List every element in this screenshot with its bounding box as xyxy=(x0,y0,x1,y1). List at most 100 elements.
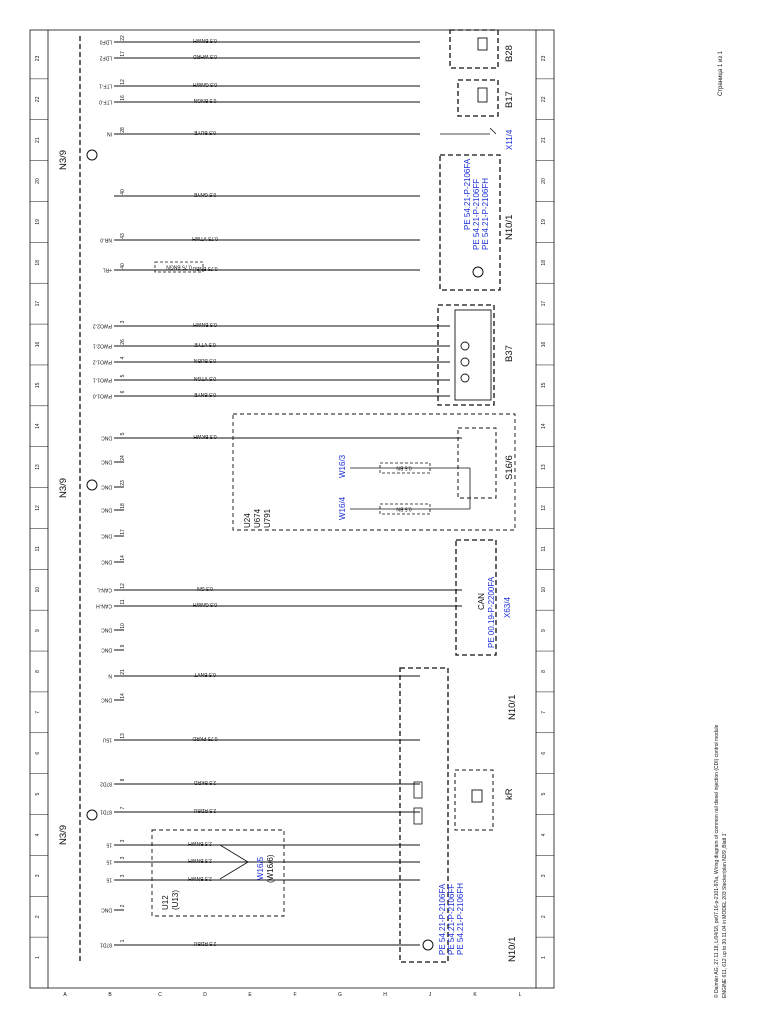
ecu-pin-number: 6 xyxy=(120,390,126,393)
ecu-pin-signal: DNC xyxy=(101,627,112,633)
pe-reference-c[interactable]: PE 54.21-P-2106FH xyxy=(456,883,465,955)
column-number: 23 xyxy=(35,55,41,61)
column-number: 17 xyxy=(541,301,547,307)
x63-4-label[interactable]: X63/4 xyxy=(503,597,512,618)
u674-label: U674 xyxy=(253,508,262,528)
ecu-pin-number: 5 xyxy=(120,432,126,435)
n10-1-lower-module: N10/1 N10/1 PE 54.21-P-2106FA PE 54.21-P… xyxy=(399,667,518,963)
ecu-pin-signal: 15U xyxy=(102,737,112,743)
ecu-pin-signal: DNC xyxy=(101,559,112,565)
ecu-pin-number: 4 xyxy=(120,356,126,359)
wire-label: 0.5 GNWH xyxy=(193,81,218,87)
wire-label: 0.5 GNYE xyxy=(193,191,216,197)
ecu-pin-signal: LDF2 xyxy=(100,55,112,61)
wire-label: 2.5 BKRD xyxy=(193,779,216,785)
wire-label: 0.5 WHRD xyxy=(193,53,217,59)
ecu-pin-number: 1 xyxy=(120,939,126,942)
wire-label: 0.5 BNWH xyxy=(193,321,217,327)
ecu-pin-signal: DNC xyxy=(101,697,112,703)
column-number: 22 xyxy=(541,96,547,102)
ecu-pin-number: 17 xyxy=(120,529,126,535)
ecu-pin-signal: N xyxy=(108,673,112,679)
ecu-pin-signal: 87D1 xyxy=(100,809,112,815)
wire-label: 0.75 VTWH xyxy=(192,235,218,241)
s16-6-label: S16/6 xyxy=(504,455,515,480)
ecu-pin-signal: 15 xyxy=(106,842,112,848)
ecu-pin-number: 17 xyxy=(120,51,126,57)
ecu-pin-signal: DNC xyxy=(101,533,112,539)
ecu-pin-number: 11 xyxy=(120,599,126,604)
n10-1-upper-module: PE 54.21-P-2106FA PE 54.21-P-2106FF PE 5… xyxy=(154,154,515,291)
ecu-pin-number: 7 xyxy=(120,806,126,809)
pe-reference-b[interactable]: PE 54.21-P-2106FF xyxy=(472,179,481,250)
can-connector-x63-4: CAN PE 00.19-P-2200FA X63/4 xyxy=(455,539,512,656)
ecu-pin-number: 9 xyxy=(120,644,126,647)
row-letter: H xyxy=(383,992,387,998)
ecu-pin-number: 10 xyxy=(120,623,126,629)
ecu-pin-number: 26 xyxy=(120,339,126,345)
b37-label: B37 xyxy=(504,345,515,362)
ecu-pin-number: 22 xyxy=(120,35,126,41)
w16-5-label[interactable]: W16/5 xyxy=(256,856,265,880)
pe-reference-a[interactable]: PE 54.21-P-2106FA xyxy=(438,883,447,955)
ecu-pin-labels: 87D11DNC215315315387D1787D2815U13DNC14N2… xyxy=(93,35,126,948)
column-number: 20 xyxy=(35,178,41,184)
column-number: 22 xyxy=(35,96,41,102)
ecu-pin-number: 43 xyxy=(120,233,126,239)
wire-label: 0.5 GNWH xyxy=(193,601,218,607)
pe-reference-b[interactable]: PE 54.21-P-2106FF xyxy=(447,884,456,955)
column-number: 16 xyxy=(35,342,41,348)
relay-coil xyxy=(471,789,483,803)
ecu-pin-number: 40 xyxy=(120,263,126,269)
ecu-symbol xyxy=(86,149,98,161)
footer-legal: © Daimler AG, 27.11.18, L/04/18, pe07.16… xyxy=(713,724,720,998)
pe-reference-a[interactable]: PE 54.21-P-2106FA xyxy=(463,158,472,230)
switch-s16-6-block: U24 U674 U791 S16/6 W16/4 W16/3 0.5 BN 0… xyxy=(232,413,516,531)
diagram-frame xyxy=(29,29,555,989)
ecu-pin-signal: DNC xyxy=(101,484,112,490)
ecu-pin-signal: 15 xyxy=(106,877,112,883)
ecu-pin-signal: LTF-0 xyxy=(99,99,112,105)
ecu-name-label: N3/9 xyxy=(58,150,69,170)
wire-label: 2.5 RDBU xyxy=(193,807,216,813)
ecu-pin-number: 3 xyxy=(120,856,126,859)
ecu-pin-signal: PWO1-0 xyxy=(93,393,112,399)
ecu-label-group: N3/9 N3/9 N3/9 xyxy=(58,149,98,845)
row-letter: F xyxy=(293,992,296,998)
u24-label: U24 xyxy=(243,513,252,528)
wire-label: 0.5 BUYE xyxy=(193,129,216,135)
n10-1-symbol xyxy=(422,939,434,951)
column-number: 5 xyxy=(541,792,547,795)
column-number: 8 xyxy=(35,670,41,673)
pe-reference-c[interactable]: PE 54.21-P-2106FH xyxy=(481,178,490,250)
ecu-pin-number: 3 xyxy=(120,874,126,877)
ecu-pin-signal: CAN-L xyxy=(97,587,112,593)
column-number: 12 xyxy=(35,505,41,511)
ecu-pin-signal: PWO2-1 xyxy=(93,343,112,349)
column-number: 18 xyxy=(35,260,41,266)
column-number: 23 xyxy=(541,55,547,61)
column-number: 12 xyxy=(541,505,547,511)
bngn-wire: 0.75 BNGN xyxy=(166,264,192,270)
column-number: 9 xyxy=(541,629,547,632)
pe-can-reference[interactable]: PE 00.19-P-2200FA xyxy=(487,576,496,648)
w16-3-label[interactable]: W16/3 xyxy=(338,454,347,478)
wire-label: 2.5 BNWH xyxy=(188,840,212,846)
u12-label: U12 xyxy=(161,895,170,910)
column-number: 8 xyxy=(541,670,547,673)
u13-label: (U13) xyxy=(171,890,180,910)
wire-label: 0.5 BNWH xyxy=(193,37,217,43)
wire-label: 2.5 RDBU xyxy=(193,940,216,946)
ecu-pin-number: 16 xyxy=(120,95,126,101)
w16-4-label[interactable]: W16/4 xyxy=(338,496,347,520)
x11-4-label[interactable]: X11/4 xyxy=(505,129,514,150)
column-number: 11 xyxy=(541,546,547,551)
page-indicator: Страница 1 из 1 xyxy=(718,50,724,96)
wire-label: 0.5 BNVT xyxy=(194,671,216,677)
u791-label: U791 xyxy=(263,508,272,528)
ecu-pin-signal: 87D2 xyxy=(100,781,112,787)
column-number: 6 xyxy=(541,752,547,755)
column-number: 1 xyxy=(541,956,547,959)
relay-kr-box xyxy=(454,769,494,831)
ecu-pin-number: 23 xyxy=(120,480,126,486)
